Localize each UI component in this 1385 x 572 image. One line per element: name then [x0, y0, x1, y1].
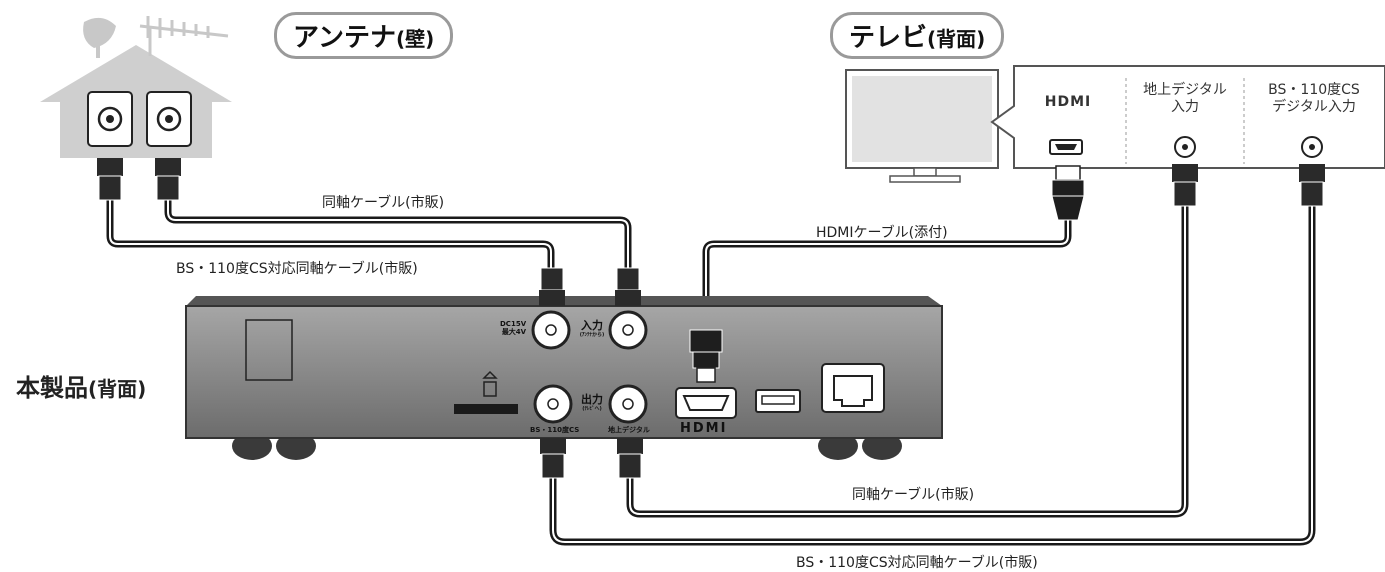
- device-port-output-terrestrial: [608, 384, 648, 424]
- tv-illustration: [845, 69, 999, 183]
- tv-label-hdmi: HDMI: [1044, 94, 1092, 110]
- device-label-output: 出力 (ﾃﾚﾋﾞへ): [574, 394, 610, 413]
- label-coax-top: 同軸ケーブル(市販): [322, 195, 445, 211]
- connector-device-input-bs: [539, 267, 565, 306]
- device-label-dc-line1: DC15V: [500, 320, 527, 328]
- device-port-hdmi: [675, 387, 737, 419]
- tv-port-terrestrial: [1174, 136, 1196, 158]
- connector-device-output-bs: [540, 438, 566, 479]
- tv-port-hdmi: [1049, 139, 1083, 155]
- antenna-title: アンテナ(壁): [274, 12, 454, 59]
- label-coax-bottom: 同軸ケーブル(市販): [852, 487, 975, 503]
- connector-device-hdmi: [689, 329, 723, 383]
- device-port-input-bs: [531, 310, 571, 350]
- device-label-output-main: 出力: [581, 393, 603, 406]
- tv-title-sub: (背面): [927, 27, 986, 51]
- tv-label-bs: BS・110度CS デジタル入力: [1246, 82, 1382, 116]
- connector-tv-hdmi: [1051, 165, 1085, 221]
- connector-antenna-terrestrial: [155, 158, 181, 201]
- device-port-output-bs: [533, 384, 573, 424]
- device-title-text: 本製品: [16, 374, 88, 402]
- antenna-title-sub: (壁): [395, 27, 435, 51]
- antenna-house: [40, 45, 232, 158]
- tv-port-panel: [990, 65, 1385, 169]
- terrestrial-antenna-icon: [139, 16, 229, 56]
- device-label-dc: DC15V 最大4V: [500, 320, 526, 336]
- tv-title: テレビ(背面): [830, 12, 1005, 59]
- connector-antenna-bs: [97, 158, 123, 201]
- tv-port-bs: [1301, 136, 1323, 158]
- device-port-ethernet: [821, 363, 885, 413]
- device-port-input-terrestrial: [608, 310, 648, 350]
- device-label-input: 入力 (ｱﾝﾃﾅから): [574, 320, 610, 339]
- tv-label-terrestrial-line1: 地上デジタル: [1143, 82, 1227, 98]
- connector-tv-terrestrial: [1172, 164, 1198, 207]
- tv-label-terrestrial: 地上デジタル 入力: [1128, 82, 1242, 116]
- tv-label-bs-line1: BS・110度CS: [1268, 82, 1360, 98]
- satellite-dish-icon: [83, 17, 116, 58]
- device-title-sub: (背面): [88, 377, 147, 401]
- device-label-terrestrial-port: 地上デジタル: [608, 426, 650, 434]
- tv-title-text: テレビ: [849, 23, 928, 53]
- connector-tv-bs: [1299, 164, 1325, 207]
- label-hdmi-cable: HDMIケーブル(添付): [816, 225, 948, 241]
- connector-device-output-terrestrial: [617, 438, 643, 479]
- device-title: 本製品(背面): [16, 368, 146, 403]
- label-bs-bottom: BS・110度CS対応同軸ケーブル(市販): [796, 555, 1038, 571]
- tv-label-bs-line2: デジタル入力: [1272, 99, 1356, 115]
- connector-device-input-terrestrial: [615, 267, 641, 306]
- label-bs-top: BS・110度CS対応同軸ケーブル(市販): [176, 261, 418, 277]
- device-label-dc-line2: 最大4V: [501, 328, 527, 336]
- device-label-input-sub: (ｱﾝﾃﾅから): [579, 332, 605, 338]
- device-label-hdmi-logo: HDMI: [680, 421, 728, 436]
- antenna-title-text: アンテナ: [293, 23, 396, 53]
- device-label-output-sub: (ﾃﾚﾋﾞへ): [582, 406, 602, 412]
- tv-label-terrestrial-line2: 入力: [1171, 99, 1199, 115]
- device-port-usb: [755, 389, 801, 413]
- device-label-input-main: 入力: [581, 319, 603, 332]
- device-label-bs-port: BS・110度CS: [530, 426, 580, 434]
